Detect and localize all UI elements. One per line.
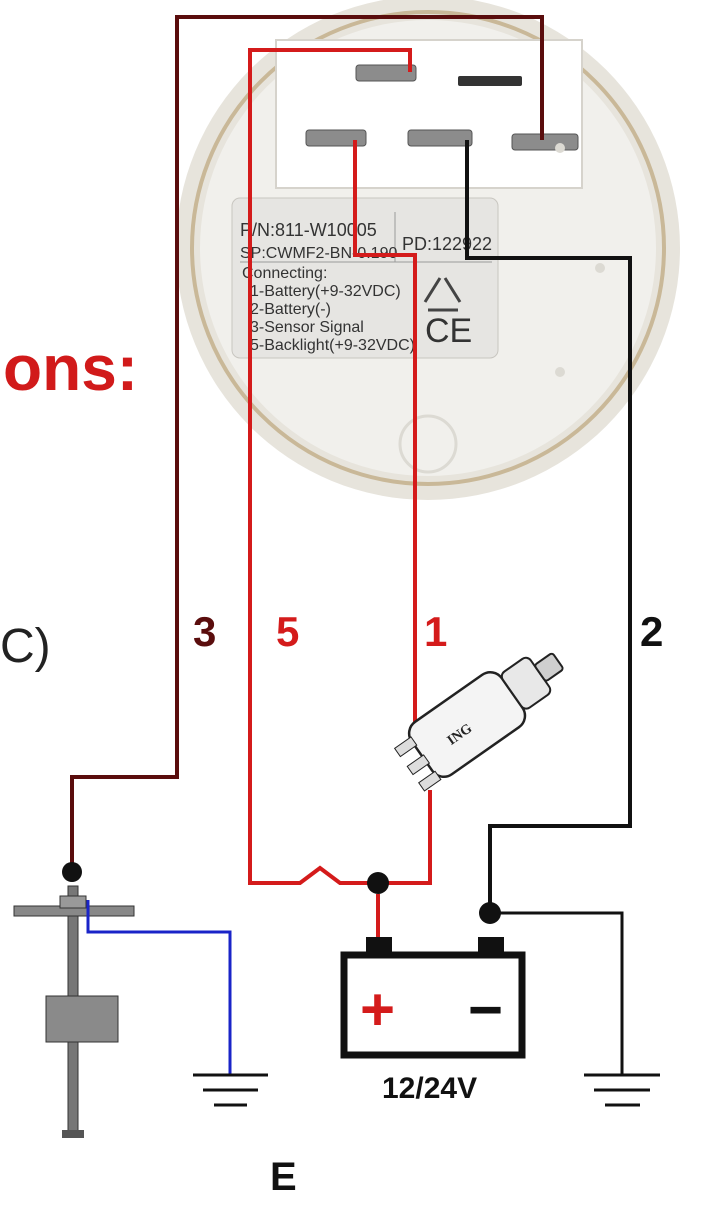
side-text-fragment: C) bbox=[0, 620, 51, 673]
heading-fragment: ons: bbox=[3, 332, 138, 404]
wire-5 bbox=[248, 48, 412, 885]
pin-3 bbox=[511, 133, 579, 151]
level-sender bbox=[13, 885, 135, 1138]
ground-label-e: E bbox=[270, 1155, 297, 1199]
ground-symbol-sender bbox=[193, 1073, 268, 1107]
pin-5 bbox=[355, 64, 417, 82]
gauge-seal-ring bbox=[190, 10, 666, 486]
wire-label-2: 2 bbox=[640, 608, 663, 655]
pin-2 bbox=[407, 129, 473, 147]
pin-label-4: 4 bbox=[488, 97, 497, 114]
pin-label-5: 5 bbox=[378, 93, 386, 110]
sp-code: SP:CWMF2-BN-0.190 bbox=[240, 245, 397, 262]
pin-4 bbox=[458, 76, 522, 86]
ignition-switch: ING bbox=[393, 652, 564, 792]
battery: + − 12/24V bbox=[340, 894, 526, 1105]
connector-block bbox=[275, 39, 583, 189]
pin-label-3: 3 bbox=[548, 155, 556, 172]
junction-positive bbox=[367, 872, 389, 894]
wire-3 bbox=[70, 15, 544, 870]
pd-code: PD:122922 bbox=[402, 234, 492, 254]
connection-1: 1-Battery(+9-32VDC) bbox=[250, 283, 401, 300]
gauge-back: 5 4 1 2 3 P/N:811-W10005 SP:CWMF2-BN-0.1… bbox=[176, 0, 680, 500]
vent-circle bbox=[398, 414, 458, 474]
battery-voltage: 12/24V bbox=[382, 1072, 477, 1105]
pin-label-1: 1 bbox=[333, 153, 341, 170]
recycle-icon bbox=[423, 277, 462, 312]
wire-label-3: 3 bbox=[193, 608, 216, 655]
connecting-title: Connecting: bbox=[242, 265, 327, 282]
wire-1-lower bbox=[378, 790, 432, 885]
wire-label-1: 1 bbox=[424, 608, 447, 655]
battery-plus: + bbox=[360, 976, 395, 1043]
wire-1 bbox=[353, 140, 417, 730]
sender-ground-wire bbox=[86, 900, 232, 1075]
pin-1 bbox=[305, 129, 367, 147]
ce-mark: CE bbox=[425, 312, 472, 350]
part-number: P/N:811-W10005 bbox=[240, 220, 377, 240]
battery-minus: − bbox=[468, 976, 503, 1043]
connection-5: 5-Backlight(+9-32VDC) bbox=[250, 337, 415, 354]
spec-label bbox=[231, 197, 499, 359]
pin-label-2: 2 bbox=[441, 153, 449, 170]
ground-symbol-battery bbox=[584, 1073, 660, 1107]
battery-ground-wire bbox=[490, 911, 624, 1075]
wire-label-5: 5 bbox=[276, 608, 299, 655]
junction-sender bbox=[62, 862, 82, 882]
connection-2: 2-Battery(-) bbox=[250, 301, 331, 318]
wire-2 bbox=[465, 140, 632, 912]
connection-3: 3-Sensor Signal bbox=[250, 319, 364, 336]
